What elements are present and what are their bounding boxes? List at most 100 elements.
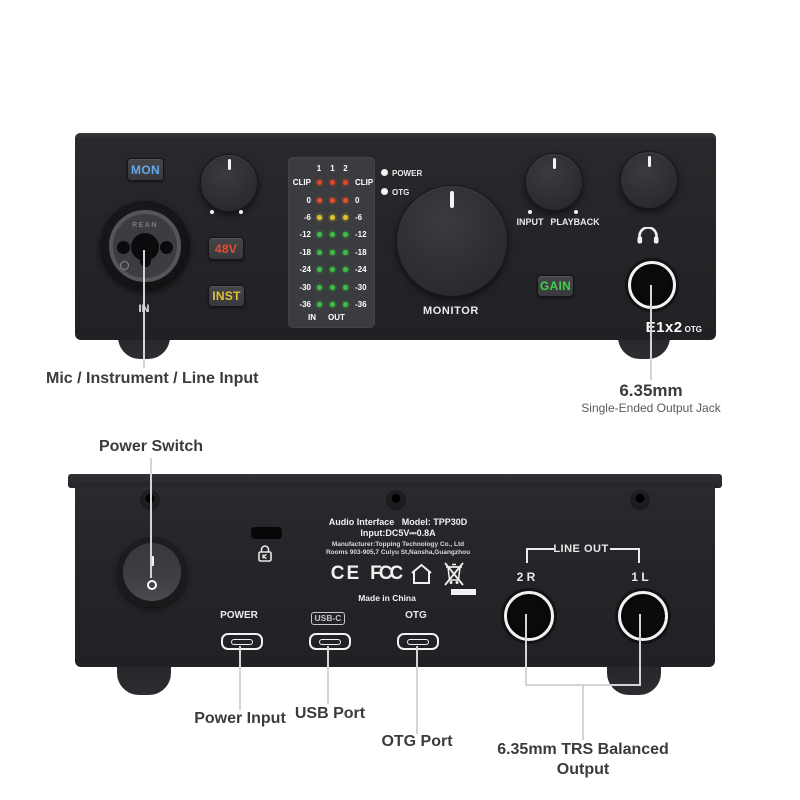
callout-power-switch-label: Power Switch	[98, 438, 204, 455]
gain-knob-min-dot	[210, 210, 214, 214]
meter-row-label-right: -12	[355, 230, 367, 240]
screw	[386, 490, 406, 510]
meter-header: 1 1 2	[288, 162, 375, 174]
gain-label: GAIN	[539, 279, 572, 293]
headphone-knob	[620, 151, 678, 209]
info-line3: Manufacturer:Topping Technology Co., Ltd	[331, 541, 465, 548]
meter-row-label-left: -18	[299, 247, 311, 257]
mix-input-dot	[528, 210, 532, 214]
power-led	[381, 169, 388, 176]
power-input-port	[221, 633, 263, 650]
mix-knob	[525, 153, 583, 211]
info-line2: Input:DC5V⎓0.8A	[360, 528, 436, 538]
model-suffix: OTG	[684, 325, 702, 334]
weee-bin-icon	[443, 561, 465, 587]
meter-row-label-left: 0	[306, 195, 311, 205]
meter-row-label-left: -36	[299, 299, 311, 309]
line-out-2r-jack	[504, 591, 554, 641]
trs-line2: Output	[556, 761, 610, 778]
meter-led	[340, 249, 351, 255]
regulatory-info: Audio Interface Model: TPP30D Input:DC5V…	[318, 517, 478, 603]
meter-led	[325, 301, 340, 307]
callout-line-otg	[416, 646, 418, 734]
meter-led	[340, 267, 351, 273]
gain-button: GAIN	[537, 275, 574, 297]
meter-row-label-right: -36	[355, 299, 367, 309]
back-panel: Audio Interface Model: TPP30D Input:DC5V…	[75, 487, 715, 667]
led-meter: 1 1 2 CLIP CLIP 0 0 -6-6 -12 -12 -18-18 -24 -24 -3…	[288, 157, 375, 328]
meter-row: -6-6	[288, 209, 375, 226]
switch-on-mark	[150, 556, 154, 566]
meter-row-label-right: 0	[355, 195, 360, 205]
house-icon	[409, 562, 434, 586]
meter-row-label-left: -24	[299, 265, 311, 275]
info-line1: Audio Interface Model: TPP30D	[328, 517, 468, 527]
meter-led	[340, 301, 351, 307]
meter-row-label-right: CLIP	[355, 178, 374, 188]
monitor-knob-label: MONITOR	[423, 305, 479, 317]
made-in-label: Made in China	[358, 593, 416, 603]
headphones-icon	[637, 227, 659, 244]
gain-knob-max-dot	[239, 210, 243, 214]
meter-row: -18-18	[288, 244, 375, 261]
callout-input-label: Mic / Instrument / Line Input	[46, 370, 259, 387]
meter-led	[325, 267, 340, 273]
meter-row-label-left: CLIP	[292, 178, 311, 188]
meter-row-label-right: -24	[355, 265, 367, 275]
weee-bar	[451, 589, 476, 595]
power-port-label: POWER	[220, 610, 258, 621]
meter-led	[325, 214, 340, 220]
mix-playback-dot	[574, 210, 578, 214]
usbc-port-label: USB-C	[303, 608, 353, 626]
latch-release-icon	[120, 261, 129, 270]
line-out-bracket-right	[610, 548, 640, 563]
meter-led	[340, 180, 351, 186]
meter-in-caption: IN	[308, 313, 316, 323]
meter-footer: IN OUT	[288, 313, 375, 325]
meter-led	[340, 284, 351, 290]
info-line4: Rooms 903-905,7 Cuiyu St,Nansha,Guangzho…	[325, 548, 471, 556]
meter-row-label-left: -12	[299, 230, 311, 240]
callout-line-power-switch	[150, 458, 152, 578]
switch-off-mark	[147, 580, 157, 590]
meter-led	[313, 249, 325, 255]
callout-headphone-label: 6.35mm Single-Ended Output Jack	[561, 381, 741, 415]
mix-playback-label: PLAYBACK	[550, 217, 600, 227]
otg-led-label: OTG	[392, 188, 410, 197]
line-out-2r-label: 2 R	[516, 570, 536, 584]
mon-button: MON	[127, 158, 164, 181]
meter-led	[325, 197, 340, 203]
jack-brand: REAN	[132, 222, 158, 229]
meter-row: -30-30	[288, 278, 375, 295]
callout-otg-label: OTG Port	[381, 733, 453, 750]
headphone-sub: Single-Ended Output Jack	[581, 401, 721, 415]
kensington-slot	[251, 527, 282, 539]
screw	[630, 490, 650, 510]
callout-line-trs-join	[525, 684, 641, 686]
meter-ch-out2: 2	[343, 163, 348, 173]
meter-led	[313, 284, 325, 290]
combo-input-jack: REAN	[100, 201, 190, 291]
meter-led	[340, 232, 351, 238]
callout-line-power-input	[239, 646, 241, 710]
otg-led	[381, 188, 388, 195]
power-switch	[117, 537, 187, 607]
inst-button: INST	[208, 285, 245, 307]
phantom-power-button: 48V	[208, 237, 244, 260]
meter-row-label-right: -6	[355, 212, 363, 222]
callout-power-input-label: Power Input	[194, 710, 286, 727]
otg-port	[397, 633, 439, 650]
inst-label: INST	[212, 289, 241, 303]
phantom-label: 48V	[214, 241, 238, 256]
front-panel: MON REAN IN 48V INST	[75, 133, 716, 340]
meter-led	[325, 180, 340, 186]
meter-led	[325, 232, 340, 238]
line-out-title: LINE OUT	[553, 543, 609, 555]
mix-input-label: INPUT	[516, 217, 544, 227]
callout-line-trs-right	[639, 614, 641, 686]
callout-line-usb	[327, 646, 329, 704]
meter-ch-out1: 1	[330, 163, 335, 173]
meter-led	[340, 214, 351, 220]
knob-indicator	[647, 156, 651, 167]
